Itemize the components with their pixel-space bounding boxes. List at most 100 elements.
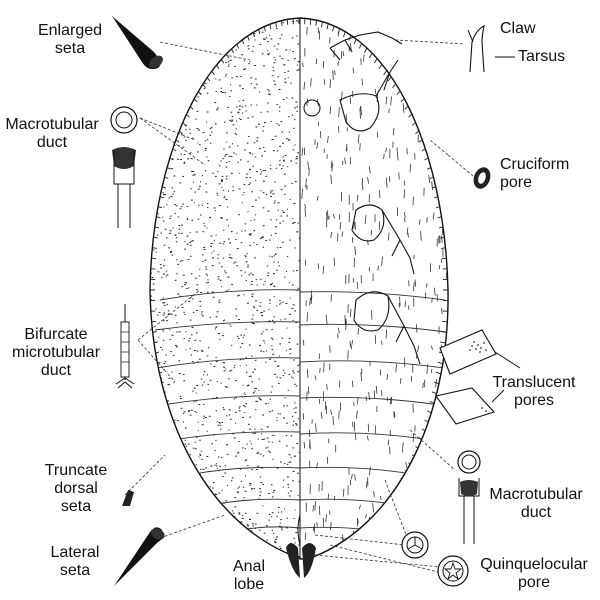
dorsal-stipple-dot: [269, 320, 271, 322]
dorsal-stipple-dot: [206, 456, 209, 457]
dorsal-stipple-dot: [192, 298, 194, 300]
dorsal-stipple-dot: [284, 72, 286, 73]
dorsal-stipple-dot: [199, 305, 202, 307]
dorsal-stipple-dot: [245, 364, 247, 366]
dorsal-stipple-dot: [241, 343, 244, 345]
dorsal-stipple-dot: [273, 202, 276, 204]
dorsal-stipple-dot: [213, 482, 215, 483]
dorsal-stipple-dot: [196, 110, 199, 112]
dorsal-stipple-dot: [212, 487, 214, 489]
dorsal-stipple-dot: [282, 220, 284, 222]
dorsal-stipple-dot: [278, 89, 281, 90]
dorsal-stipple-dot: [256, 400, 258, 402]
dorsal-stipple-dot: [218, 183, 221, 185]
dorsal-stipple-dot: [178, 232, 180, 234]
dorsal-stipple-dot: [200, 468, 202, 470]
dorsal-stipple-dot: [173, 382, 175, 384]
label-enlarged-seta-line2: seta: [54, 40, 86, 57]
dorsal-stipple-dot: [295, 423, 297, 425]
dorsal-stipple-dot: [261, 237, 264, 238]
dorsal-stipple-dot: [225, 368, 227, 370]
dorsal-stipple-dot: [175, 241, 178, 243]
rim-seta: [431, 391, 437, 395]
dorsal-stipple-dot: [223, 409, 225, 411]
dorsal-stipple-dot: [213, 240, 215, 242]
label-macrotubular-duct-right-line1: Macrotubular: [489, 486, 583, 503]
dorsal-stipple-dot: [178, 145, 180, 147]
dorsal-stipple-dot: [272, 67, 274, 69]
dorsal-stipple-dot: [293, 202, 296, 204]
dorsal-stipple-dot: [190, 244, 192, 246]
dorsal-stipple-dot: [163, 194, 165, 195]
dorsal-stipple-dot: [262, 246, 264, 248]
dorsal-stipple-dot: [186, 206, 189, 207]
dorsal-stipple-dot: [216, 109, 219, 111]
dorsal-stipple-dot: [269, 358, 271, 360]
dorsal-stipple-dot: [221, 421, 224, 423]
dorsal-stipple-dot: [263, 351, 265, 353]
dorsal-stipple-dot: [277, 76, 279, 78]
dorsal-stipple-dot: [193, 387, 196, 389]
dorsal-stipple-dot: [216, 192, 219, 194]
dorsal-stipple-dot: [168, 377, 171, 379]
dorsal-stipple-dot: [279, 55, 281, 57]
dorsal-stipple-dot: [282, 375, 284, 377]
dorsal-stipple-dot: [172, 158, 174, 160]
dorsal-stipple-dot: [296, 157, 298, 159]
dorsal-stipple-dot: [181, 133, 183, 135]
dorsal-stipple-dot: [248, 63, 250, 65]
dorsal-stipple-dot: [273, 435, 275, 436]
dorsal-stipple-dot: [226, 206, 229, 208]
dorsal-stipple-dot: [292, 51, 294, 53]
dorsal-stipple-dot: [235, 411, 237, 413]
ventral-hair: [351, 380, 354, 388]
dorsal-stipple-dot: [263, 65, 265, 67]
dorsal-stipple-dot: [263, 38, 266, 40]
dorsal-stipple-dot: [238, 117, 240, 119]
dorsal-stipple-dot: [235, 128, 238, 130]
dorsal-stipple-dot: [273, 273, 275, 275]
dorsal-stipple-dot: [186, 218, 189, 220]
dorsal-stipple-dot: [276, 27, 278, 29]
ventral-hair: [368, 391, 370, 401]
dorsal-stipple-dot: [269, 398, 271, 400]
dorsal-stipple-dot: [285, 303, 288, 304]
dorsal-stipple-dot: [292, 424, 294, 426]
dorsal-stipple-dot: [288, 116, 290, 118]
dorsal-stipple-dot: [223, 320, 225, 322]
dorsal-stipple-dot: [259, 44, 262, 45]
dorsal-stipple-dot: [193, 174, 196, 176]
dorsal-stipple-dot: [287, 77, 289, 79]
rim-seta: [358, 43, 362, 49]
dorsal-stipple-dot: [220, 425, 222, 427]
dorsal-stipple-dot: [227, 65, 230, 67]
dorsal-stipple-dot: [215, 463, 217, 465]
dorsal-stipple-dot: [196, 436, 198, 438]
dorsal-stipple-dot: [296, 110, 298, 112]
rim-seta: [220, 516, 225, 522]
dorsal-stipple-dot: [266, 350, 267, 352]
ventral-hair: [330, 232, 333, 239]
dorsal-stipple-dot: [249, 61, 251, 63]
dorsal-stipple-dot: [234, 365, 236, 367]
dorsal-stipple-dot: [265, 447, 268, 449]
ventral-hair: [323, 79, 326, 85]
dorsal-stipple-dot: [260, 333, 263, 335]
ventral-hair: [434, 287, 436, 296]
dorsal-stipple-dot: [174, 144, 176, 146]
dorsal-stipple-dot: [192, 181, 195, 183]
dorsal-stipple-dot: [242, 499, 244, 501]
dorsal-stipple-dot: [215, 328, 216, 330]
dorsal-stipple-dot: [198, 358, 201, 360]
ventral-hair: [323, 362, 325, 373]
dorsal-stipple-dot: [247, 264, 249, 266]
dorsal-stipple-dot: [183, 154, 186, 155]
dorsal-stipple-dot: [171, 187, 174, 189]
dorsal-stipple-dot: [229, 60, 232, 61]
middle-leg: [351, 204, 385, 242]
dorsal-stipple-dot: [180, 232, 183, 234]
dorsal-stipple-dot: [287, 139, 290, 141]
dorsal-stipple-dot: [209, 486, 211, 488]
dorsal-stipple-dot: [199, 214, 202, 216]
dorsal-stipple-dot: [194, 441, 196, 443]
